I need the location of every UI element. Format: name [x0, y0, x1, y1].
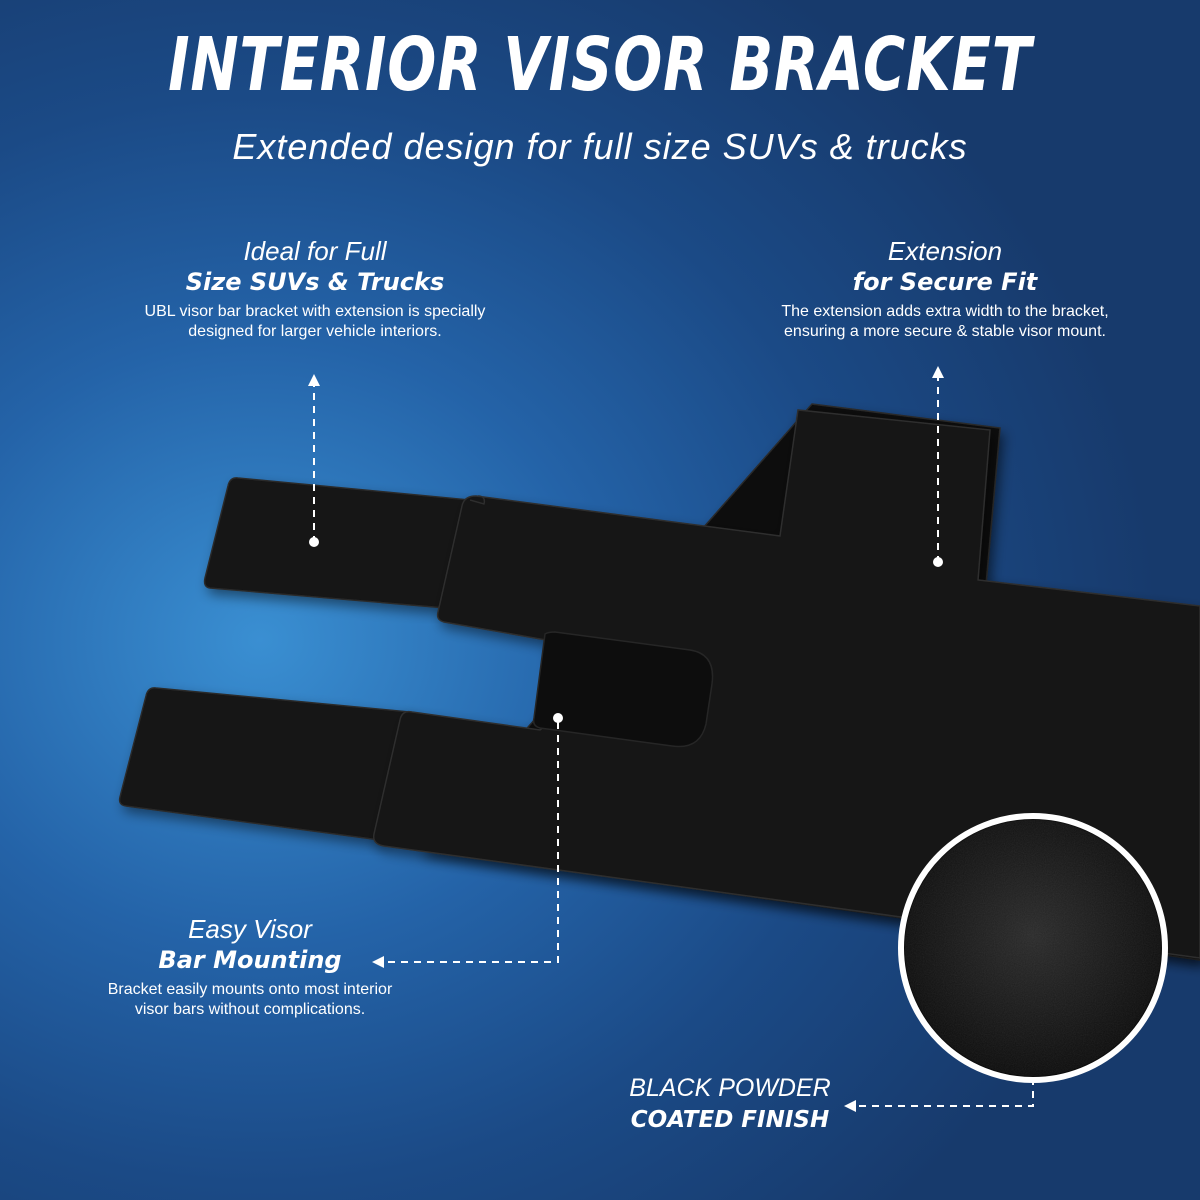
page-title: INTERIOR VISOR BRACKET [168, 22, 1032, 108]
callout-heading-light: Ideal for Full [243, 236, 387, 266]
callout-heading-light: BLACK POWDER [629, 1074, 831, 1102]
bracket-upper-prong [203, 477, 471, 611]
leader-ideal-dot [309, 537, 319, 547]
leader-ideal-arrow [308, 374, 320, 386]
callout-body: Bracket easily mounts onto most interior… [107, 981, 393, 1018]
finish-texture-noise [905, 820, 1161, 1076]
callout-finish: BLACK POWDER COATED FINISH [610, 1072, 850, 1136]
leader-extension-arrow [932, 366, 944, 378]
callout-heading-bold: for Secure Fit [852, 268, 1038, 296]
callout-heading-bold: Size SUVs & Trucks [185, 268, 445, 296]
callout-easy-mounting: Easy Visor Bar Mounting Bracket easily m… [90, 914, 410, 1020]
callout-heading-bold: Bar Mounting [158, 946, 342, 974]
callout-heading-bold: COATED FINISH [630, 1107, 830, 1133]
bracket-slot [532, 631, 714, 748]
leader-extension-dot [933, 557, 943, 567]
callout-ideal-fit: Ideal for Full Size SUVs & Trucks UBL vi… [130, 236, 500, 342]
bracket-lower-prong [118, 687, 411, 841]
callout-heading-light: Easy Visor [188, 914, 312, 944]
leader-finish-arrow [844, 1100, 856, 1112]
page-subtitle: Extended design for full size SUVs & tru… [232, 126, 968, 167]
callout-body: The extension adds extra width to the br… [781, 303, 1109, 340]
callout-extension: Extension for Secure Fit The extension a… [760, 236, 1130, 342]
leader-easy [384, 722, 559, 963]
leader-easy-arrow [372, 956, 384, 968]
callout-heading-light: Extension [887, 236, 1003, 266]
leader-easy-dot [553, 713, 563, 723]
callout-body: UBL visor bar bracket with extension is … [144, 303, 486, 340]
